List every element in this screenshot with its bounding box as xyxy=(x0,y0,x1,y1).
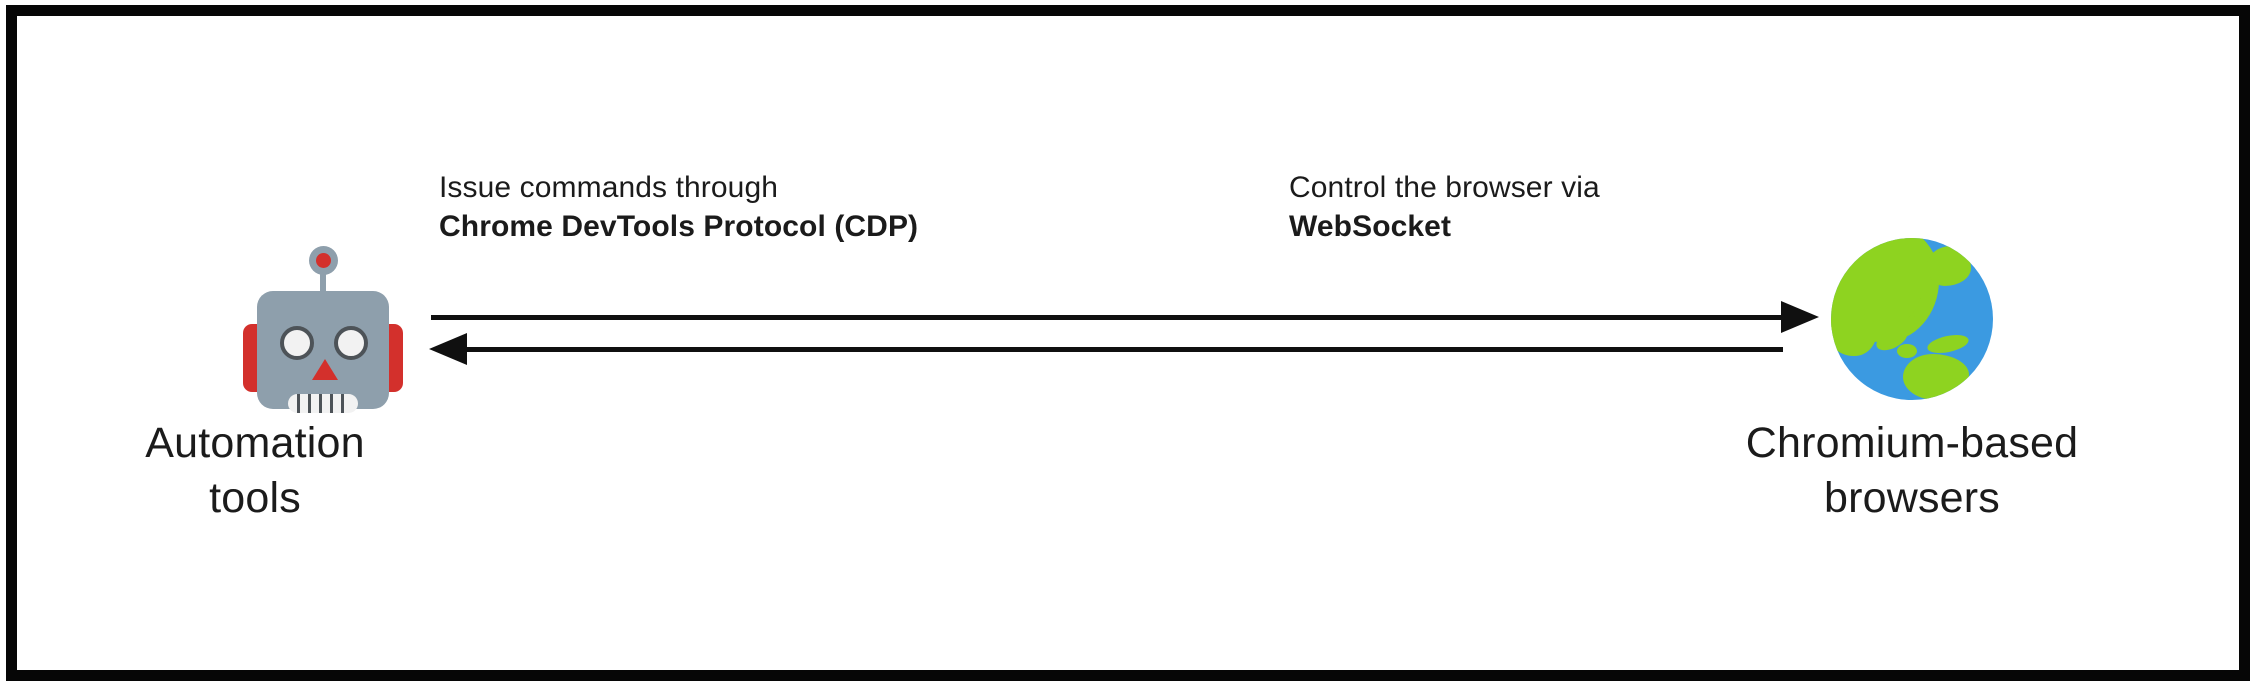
robot-eye-left xyxy=(280,326,314,360)
globe-landmass-australia xyxy=(1903,354,1969,400)
robot-antenna-stem xyxy=(320,266,326,310)
globe-landmass-borneo xyxy=(1897,344,1917,358)
arrow-head-outbound-right xyxy=(1781,301,1819,333)
globe-landmass-northeast xyxy=(1927,246,1971,286)
edge-label-inbound: Control the browser via WebSocket xyxy=(1289,168,1600,246)
robot-tooth-divider xyxy=(308,394,311,413)
robot-eye-right xyxy=(334,326,368,360)
arrow-line-inbound xyxy=(465,347,1783,352)
robot-antenna-light-icon xyxy=(316,253,331,268)
diagram-frame: Automation tools Issue commands through … xyxy=(6,5,2250,681)
edge-label-outbound-line-2: Chrome DevTools Protocol (CDP) xyxy=(439,210,919,243)
robot-tooth-divider xyxy=(341,394,344,413)
edge-label-inbound-line-1: Control the browser via xyxy=(1289,171,1600,204)
node-label-line-2: tools xyxy=(209,474,301,523)
robot-head xyxy=(257,291,389,409)
edge-label-outbound-line-1: Issue commands through xyxy=(439,171,779,204)
edge-label-outbound: Issue commands through Chrome DevTools P… xyxy=(439,168,918,246)
robot-mouth xyxy=(288,394,358,413)
globe-landmass-new-guinea xyxy=(1925,331,1971,357)
robot-tooth-divider xyxy=(297,394,300,413)
robot-icon xyxy=(239,228,407,413)
robot-tooth-divider xyxy=(319,394,322,413)
node-label-line-2: browsers xyxy=(1823,474,2001,523)
node-label-automation-tools: Automation tools xyxy=(105,416,405,526)
robot-tooth-divider xyxy=(330,394,333,413)
arrow-head-inbound-left xyxy=(429,333,467,365)
edge-label-inbound-line-2: WebSocket xyxy=(1289,210,1452,243)
robot-nose xyxy=(312,359,338,380)
globe-landmass-new-zealand xyxy=(1967,362,1991,392)
node-label-line-1: Automation xyxy=(145,419,365,467)
node-label-chromium-browsers: Chromium-based browsers xyxy=(1662,416,2162,526)
arrow-line-outbound xyxy=(431,315,1783,320)
globe-landmass-india xyxy=(1831,312,1877,356)
node-label-line-1: Chromium-based xyxy=(1745,419,2079,467)
globe-icon xyxy=(1831,238,1993,400)
